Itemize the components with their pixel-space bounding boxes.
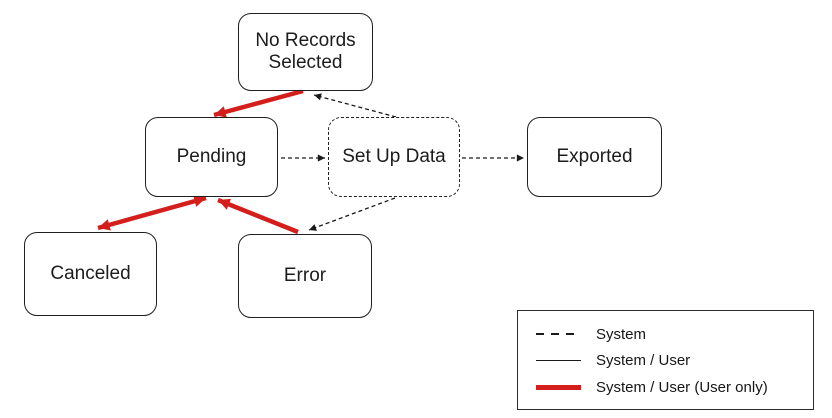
node-error-label: Error	[283, 264, 327, 286]
node-pending-label: Pending	[176, 145, 247, 167]
node-error: Error	[238, 234, 372, 318]
edge-no-records-selected-to-pending	[213, 88, 304, 118]
node-canceled: Canceled	[24, 232, 157, 316]
node-set-up-data-label: Set Up Data	[342, 145, 446, 167]
node-canceled-label: Canceled	[50, 262, 131, 284]
legend-row-system: System	[536, 322, 795, 346]
node-exported-label: Exported	[556, 145, 633, 167]
legend-label-user-only: System / User (User only)	[596, 378, 768, 396]
edge-pending-canceled-bidirectional	[97, 195, 207, 231]
node-no-records-selected-label: No Records Selected	[255, 29, 356, 73]
edge-set-up-data-to-no-records-selected	[313, 93, 397, 118]
legend-red-line-sample	[536, 384, 581, 390]
edge-set-up-data-to-error	[308, 197, 396, 231]
legend-solid-line-sample	[536, 359, 581, 362]
node-exported: Exported	[527, 117, 662, 197]
legend-row-system-user: System / User	[536, 349, 795, 373]
legend-row-user-only: System / User (User only)	[536, 375, 795, 399]
node-pending: Pending	[145, 117, 278, 197]
legend-dashed-line-sample	[536, 333, 581, 335]
node-no-records-selected: No Records Selected	[238, 13, 373, 91]
legend-label-system-user: System / User	[596, 352, 691, 369]
legend-label-system: System	[596, 325, 647, 343]
legend: System System / User System / User (User…	[517, 310, 814, 410]
edge-error-to-pending	[217, 197, 299, 235]
node-set-up-data: Set Up Data	[328, 117, 460, 197]
